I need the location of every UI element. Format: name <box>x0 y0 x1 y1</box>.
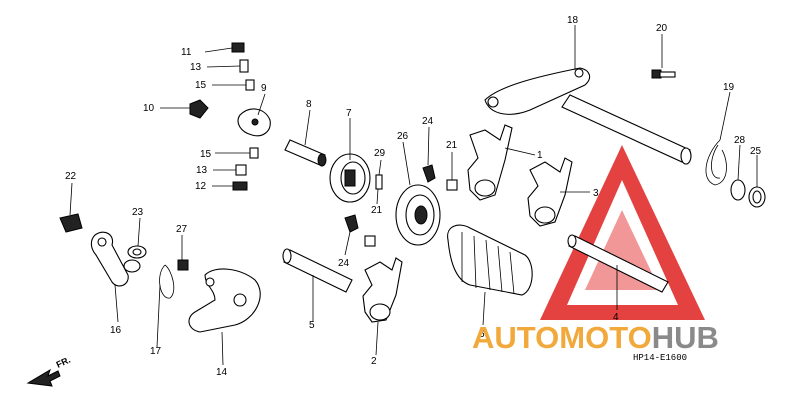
shift-fork-1 <box>467 124 513 201</box>
shift-spindle <box>484 67 692 165</box>
callout-19: 19 <box>723 82 735 93</box>
callout-28: 28 <box>734 135 746 146</box>
callout-23: 23 <box>132 207 144 218</box>
bolt-20 <box>651 69 676 79</box>
callout-10: 10 <box>143 103 155 114</box>
callout-21b: 21 <box>371 205 383 216</box>
callout-22: 22 <box>65 171 77 182</box>
callout-13b: 13 <box>196 165 208 176</box>
callout-29: 29 <box>374 148 386 159</box>
callout-18: 18 <box>567 15 579 26</box>
callout-8: 8 <box>306 99 312 110</box>
callout-24a: 24 <box>422 116 434 127</box>
callout-12: 12 <box>195 181 207 192</box>
stopper-plate-9 <box>189 42 271 191</box>
pin-8 <box>284 139 327 167</box>
callout-3: 3 <box>593 188 599 199</box>
leader-lines <box>69 25 758 366</box>
callout-7: 7 <box>346 108 352 119</box>
callout-27: 27 <box>176 224 188 235</box>
callout-21a: 21 <box>446 140 458 151</box>
callout-24b: 24 <box>338 258 350 269</box>
callout-numbers: 1 2 3 4 5 6 7 8 9 10 11 12 13 13 14 15 1… <box>65 15 762 378</box>
dust-boot-6 <box>447 224 533 296</box>
callout-9: 9 <box>261 83 267 94</box>
callout-13a: 13 <box>190 62 202 73</box>
brand-text-grey: HUB <box>652 320 719 355</box>
brand-watermark: AUTOMOTOHUB <box>472 320 719 355</box>
bearing-26 <box>395 184 441 246</box>
small-hardware <box>344 164 458 247</box>
callout-26: 26 <box>397 131 409 142</box>
callout-15b: 15 <box>200 149 212 160</box>
fork-shaft-5 <box>282 248 353 293</box>
brand-text-orange: AUTOMOTO <box>472 320 652 355</box>
plate-14 <box>159 259 261 333</box>
callout-25: 25 <box>750 146 762 157</box>
direction-label: FR. <box>55 355 72 370</box>
callout-11: 11 <box>181 47 192 58</box>
callout-17: 17 <box>150 346 162 357</box>
fork-shaft-4 <box>567 234 669 293</box>
front-direction-arrow <box>26 368 61 387</box>
callout-1: 1 <box>537 150 543 161</box>
callout-6: 6 <box>479 329 485 340</box>
callout-15a: 15 <box>195 80 207 91</box>
callout-16: 16 <box>110 325 122 336</box>
shift-drum-7 <box>329 153 371 203</box>
callout-20: 20 <box>656 23 668 34</box>
shift-arm-16 <box>59 213 147 287</box>
diagram-code: HP14-E1600 <box>633 353 687 363</box>
shift-fork-3 <box>527 157 573 227</box>
callout-14: 14 <box>216 367 228 378</box>
callout-5: 5 <box>309 320 315 331</box>
callout-4: 4 <box>613 312 619 323</box>
shift-fork-2 <box>362 257 403 323</box>
callout-2: 2 <box>371 356 377 367</box>
